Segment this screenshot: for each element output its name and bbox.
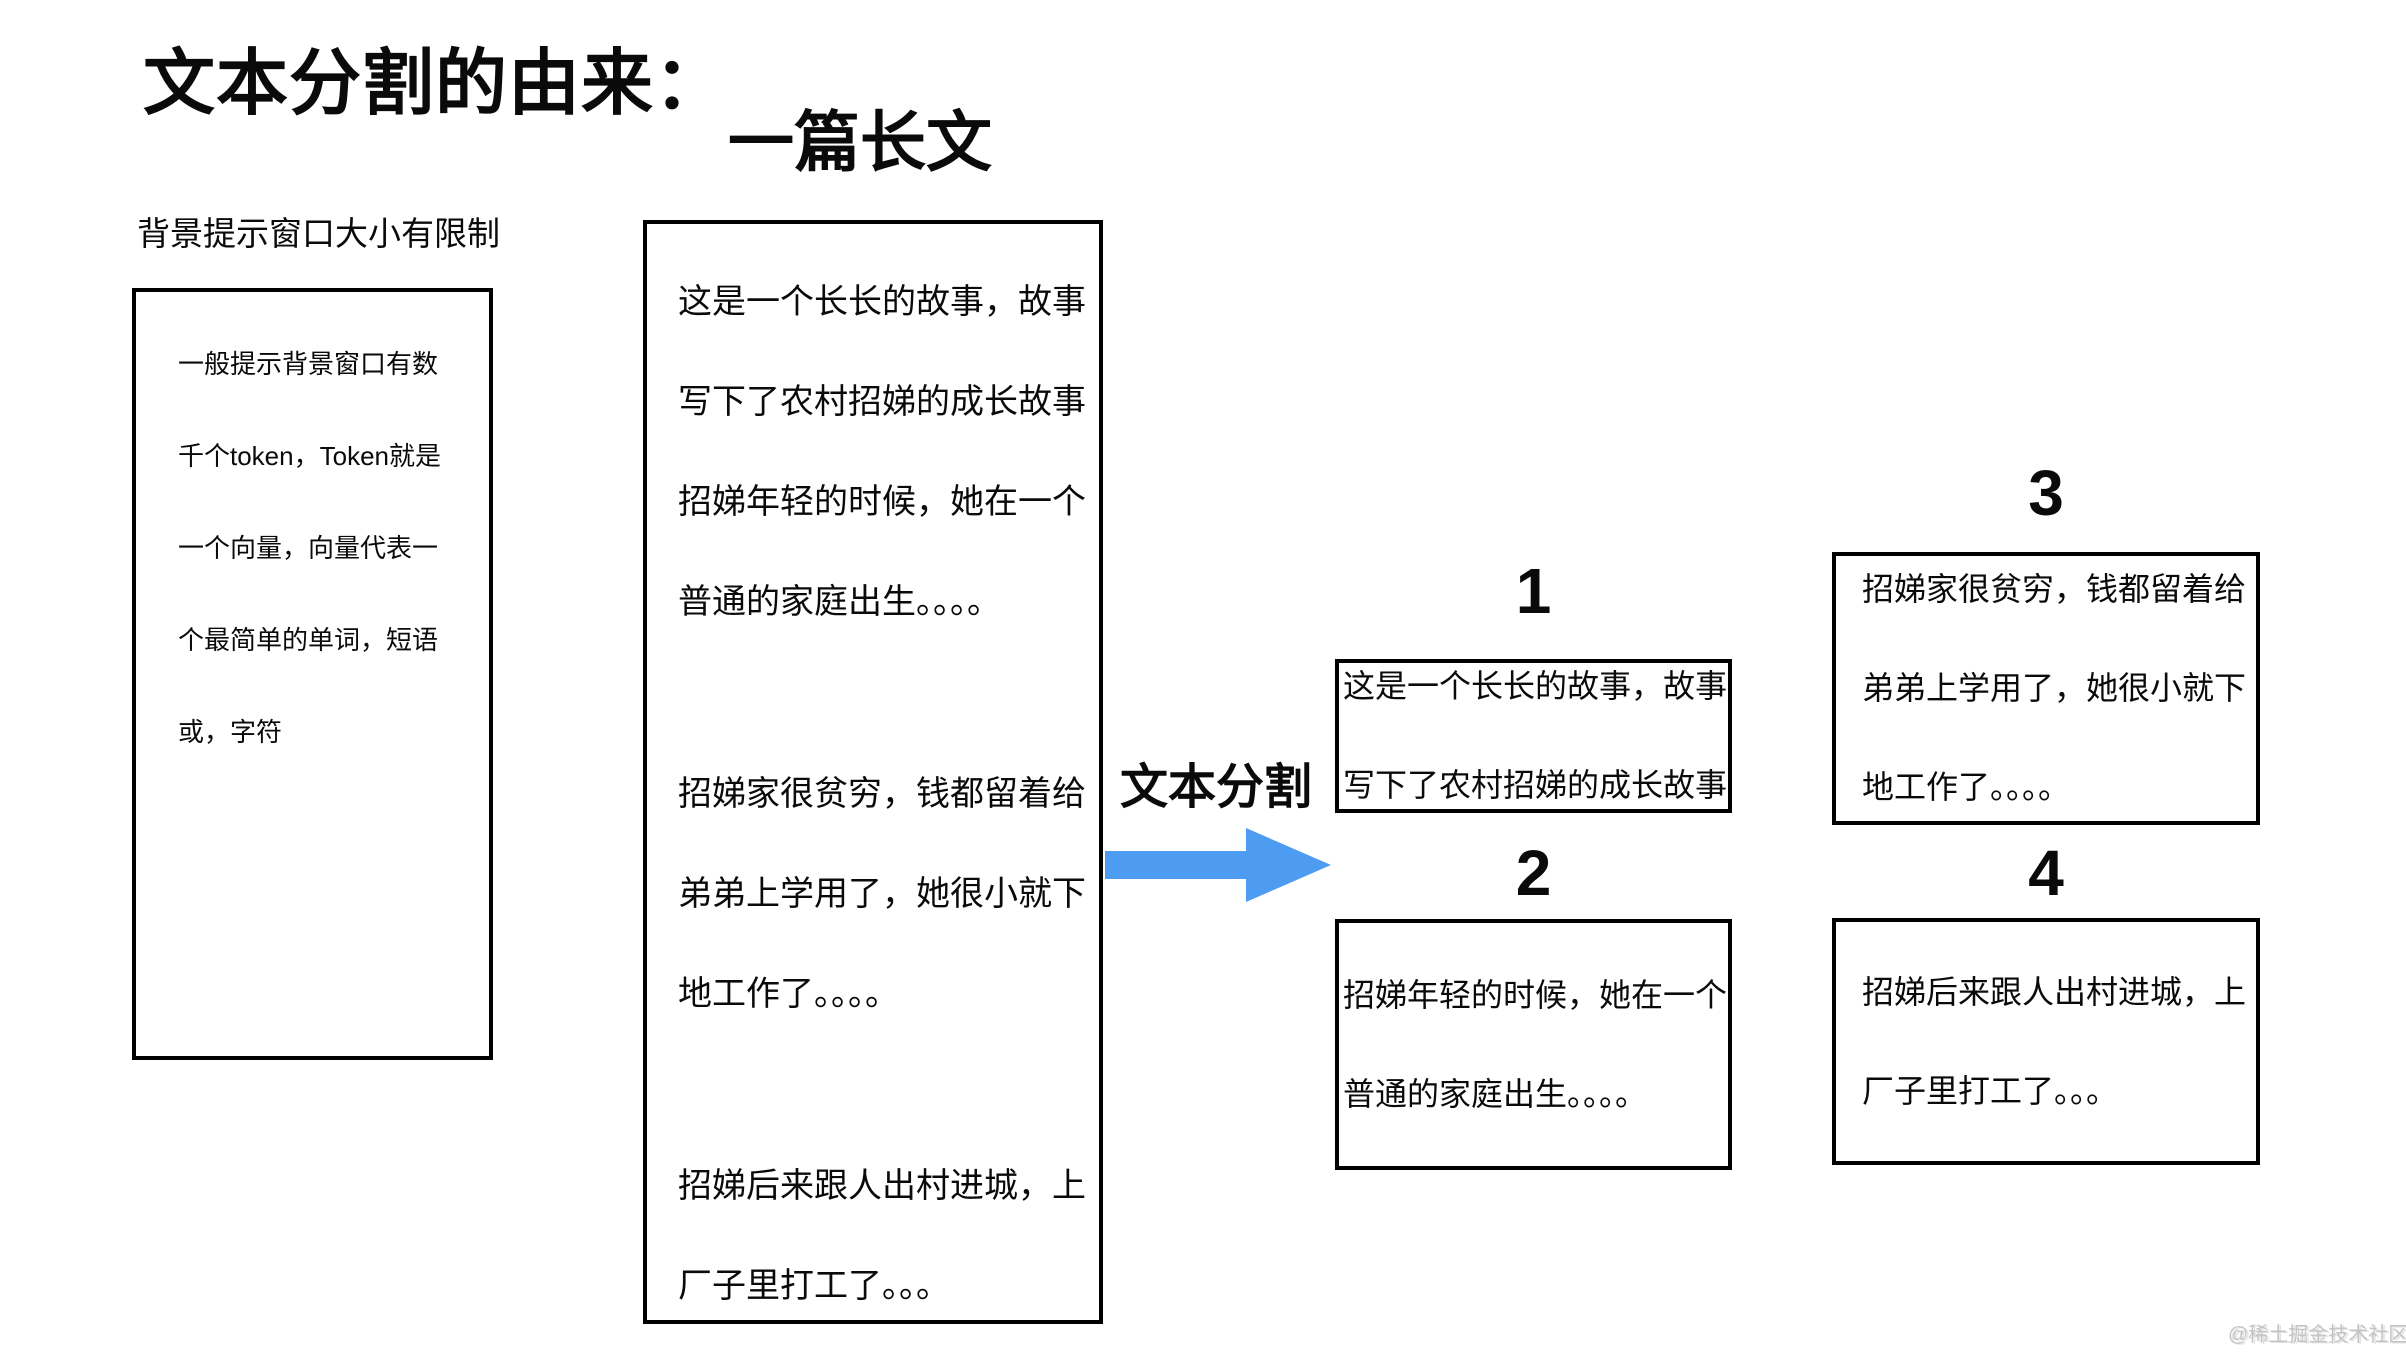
- long-text-line: 写下了农村招娣的成长故事: [678, 383, 1086, 421]
- page-title: 文本分割的由来：: [143, 44, 728, 124]
- limit-note-line: 一个向量，向量代表一: [178, 533, 439, 563]
- chunk-line: 厂子里打工了。。。: [1862, 1072, 2119, 1109]
- chunk-box-2: 招娣年轻的时候，她在一个 普通的家庭出生。。。。: [1335, 919, 1732, 1170]
- long-text-line: 地工作了。。。。: [678, 975, 899, 1013]
- limit-note-line: 个最简单的单词，短语: [178, 625, 439, 655]
- long-text-line: 这是一个长长的故事，故事: [678, 283, 1086, 321]
- long-text-line: 弟弟上学用了，她很小就下: [678, 875, 1086, 913]
- chunk-line: 写下了农村招娣的成长故事: [1343, 767, 1728, 803]
- limit-note-line: 一般提示背景窗口有数: [178, 349, 439, 379]
- long-text-paragraph: 这是一个长长的故事，故事 写下了农村招娣的成长故事 招娣年轻的时候，她在一个 普…: [678, 252, 1099, 652]
- watermark: @稀土掘金技术社区: [2228, 1324, 2406, 1346]
- chunk-line: 地工作了。。。。: [1862, 769, 2071, 805]
- long-text-line: 招娣家很贫穷，钱都留着给: [678, 775, 1086, 813]
- chunk-line: 招娣后来跟人出村进城，上: [1862, 973, 2247, 1010]
- chunk-line: 招娣年轻的时候，她在一个: [1343, 976, 1728, 1013]
- chunk-line: 普通的家庭出生。。。。: [1343, 1075, 1648, 1112]
- long-text-line: 厂子里打工了。。。: [678, 1267, 950, 1305]
- chunk-number: 4: [2028, 837, 2064, 909]
- long-text-paragraph: 招娣后来跟人出村进城，上 厂子里打工了。。。: [678, 1136, 1099, 1336]
- chunk-line: 弟弟上学用了，她很小就下: [1862, 670, 2247, 706]
- split-arrow-icon: [1105, 828, 1331, 902]
- chunk-box-1: 这是一个长长的故事，故事 写下了农村招娣的成长故事: [1335, 659, 1732, 813]
- long-text-line: 招娣后来跟人出村进城，上: [678, 1167, 1086, 1205]
- chunk-number: 2: [1515, 837, 1552, 909]
- long-text-heading: 一篇长文: [728, 105, 992, 179]
- limit-note-line: 千个token，Token就是: [178, 441, 441, 471]
- long-text-line: 普通的家庭出生。。。。: [678, 583, 1001, 621]
- long-text-paragraph: 招娣家很贫穷，钱都留着给 弟弟上学用了，她很小就下 地工作了。。。。: [678, 744, 1099, 1044]
- chunk-number: 1: [1515, 555, 1552, 627]
- chunk-line: 招娣家很贫穷，钱都留着给: [1862, 571, 2247, 607]
- chunk-box-3: 招娣家很贫穷，钱都留着给 弟弟上学用了，她很小就下 地工作了。。。。: [1832, 552, 2260, 825]
- long-text-box: 这是一个长长的故事，故事 写下了农村招娣的成长故事 招娣年轻的时候，她在一个 普…: [643, 220, 1103, 1324]
- chunk-line: 这是一个长长的故事，故事: [1343, 668, 1728, 704]
- split-arrow-label: 文本分割: [1120, 761, 1313, 814]
- long-text-line: 招娣年轻的时候，她在一个: [678, 483, 1086, 521]
- limit-note-box: 一般提示背景窗口有数 千个token，Token就是 一个向量，向量代表一 个最…: [132, 288, 493, 1060]
- limit-note-label: 背景提示窗口大小有限制: [137, 215, 500, 252]
- limit-note-line: 或，字符: [178, 717, 283, 747]
- chunk-box-4: 招娣后来跟人出村进城，上 厂子里打工了。。。: [1832, 918, 2260, 1165]
- chunk-number: 3: [2028, 457, 2064, 529]
